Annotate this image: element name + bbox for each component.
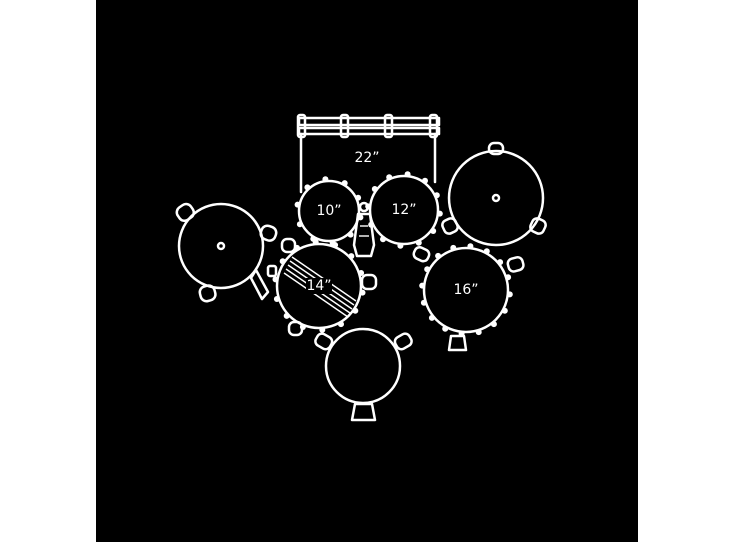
throne-seat-top [324,327,402,405]
floor-tom-leg [506,256,525,273]
crash-cymbal [441,141,547,247]
hi-hat-cymbal-disc [177,202,265,290]
rack-tom-12-size-label: 12” [391,202,416,218]
bass-drum-hoop-rail [297,126,441,136]
bass-drum-size-label: 22” [354,150,379,166]
throne-leg [314,332,334,351]
snare-stand-leg [360,273,378,291]
rack-tom-12: 12” [365,171,443,249]
bass-drum-claw [428,113,439,139]
bass-drum-claw [339,113,350,139]
drum-kit-diagram-panel: 22” 10” 12” [96,0,638,542]
floor-tom-leg [447,334,468,352]
hi-hat-center-bell [216,241,226,251]
throne-seat [314,327,413,422]
rack-tom-10-size-label: 10” [316,203,341,219]
floor-tom-16-size-label: 16” [453,282,478,298]
rack-tom-10-head [297,179,361,243]
bass-drum-rim-rail [297,116,441,127]
crash-stand-leg [529,217,547,235]
drum-kit-diagram: 22” 10” 12” [175,113,547,422]
throne-leg [350,402,377,422]
bass-drum-claw [383,113,394,139]
snare-drum-size-label: 14” [306,278,331,294]
snare-throw-off [266,264,278,278]
hi-hat-cymbal [175,202,278,303]
floor-tom-16: 16” [412,243,525,352]
crash-stand-leg [441,217,459,235]
bass-drum: 22” [296,113,441,194]
rack-tom-12-head [368,174,440,246]
floor-tom-leg [412,245,431,263]
hi-hat-stand-leg [175,202,196,223]
crash-center-bell [491,193,501,203]
hi-hat-stand-leg [259,224,278,242]
throne-leg [393,332,413,351]
crash-stand-leg [487,141,505,156]
crash-cymbal-disc [447,149,545,247]
snare-stand-leg [280,237,297,254]
snare-drum: 14” [266,237,378,337]
floor-tom-16-head [422,246,510,334]
rack-tom-10: 10” [294,176,364,246]
snare-drum-head [275,242,363,330]
